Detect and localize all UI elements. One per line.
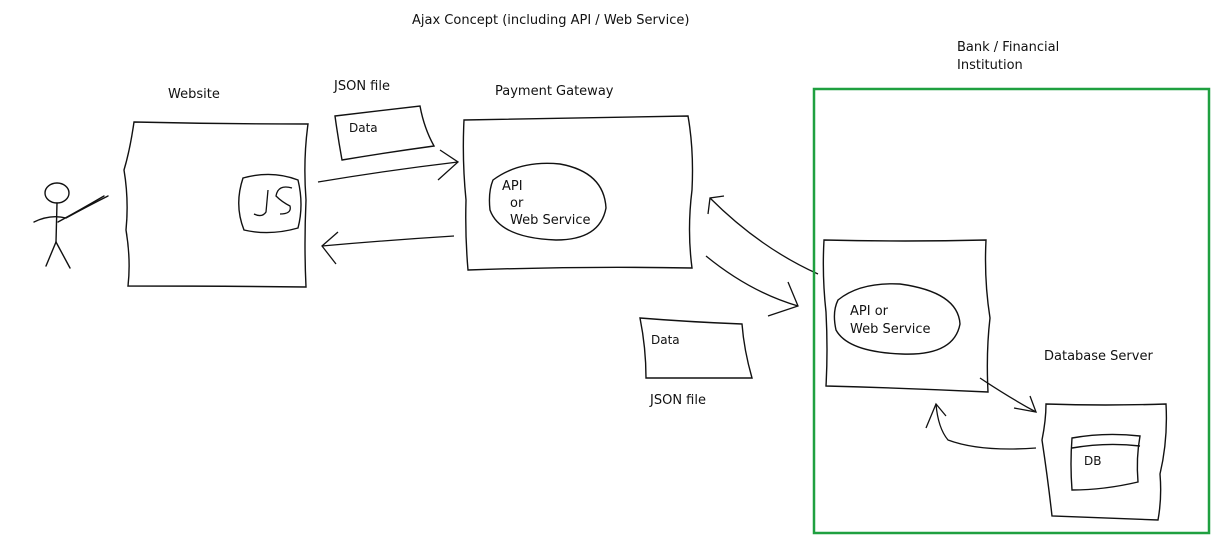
gateway-api-ellipse (489, 163, 606, 240)
arrowhead-to-website (322, 232, 338, 264)
bank-institution-border (814, 89, 1209, 533)
bank-label-line1: Bank / Financial (957, 40, 1060, 55)
diagram-title: Ajax Concept (including API / Web Servic… (412, 13, 690, 28)
gateway-api-line3: Web Service (510, 213, 591, 228)
website-label: Website (168, 87, 220, 102)
json-file-bottom-sheet (640, 318, 752, 378)
json-file-bottom-label: JSON file (650, 393, 706, 408)
payment-gateway-box (463, 116, 692, 270)
json-file-top-label: JSON file (334, 79, 390, 94)
arrowhead-to-api (926, 404, 946, 428)
arrow-db-to-api (936, 404, 1036, 449)
arrowhead-to-gateway (438, 150, 458, 180)
js-badge-letters (254, 187, 292, 216)
database-server-box (1042, 404, 1166, 520)
arrowhead-to-db (1014, 396, 1036, 412)
database-server-label: Database Server (1044, 349, 1153, 364)
user-leg-right (56, 242, 70, 268)
gateway-api-line1: API (502, 179, 523, 194)
bank-api-line1: API or (850, 304, 888, 319)
js-badge-outline (239, 174, 301, 232)
user-stick-figure (34, 183, 108, 268)
user-body (56, 203, 57, 242)
arrow-gateway-to-website (322, 236, 454, 246)
arrowhead-to-gateway-right (708, 196, 724, 214)
json-file-bottom-data: Data (651, 333, 680, 347)
arrow-gateway-to-bank (706, 256, 798, 306)
bank-api-ellipse (834, 284, 960, 354)
json-file-top-data: Data (349, 121, 378, 135)
user-head (45, 183, 69, 203)
payment-gateway-label: Payment Gateway (495, 84, 614, 99)
db-label: DB (1084, 454, 1102, 468)
user-leg-left (46, 242, 56, 266)
bank-api-line2: Web Service (850, 322, 931, 337)
website-box (124, 122, 308, 287)
gateway-api-line2: or (510, 196, 524, 211)
user-arm-right (58, 196, 104, 222)
arrow-bank-to-gateway (710, 198, 818, 274)
bank-api-box (823, 240, 990, 392)
arrow-api-to-db (980, 378, 1036, 412)
arrowhead-to-bank (768, 282, 798, 316)
json-file-top-sheet (335, 106, 434, 160)
arrow-website-to-gateway (318, 162, 458, 182)
bank-label-line2: Institution (957, 58, 1023, 73)
db-cylinder (1071, 434, 1140, 490)
